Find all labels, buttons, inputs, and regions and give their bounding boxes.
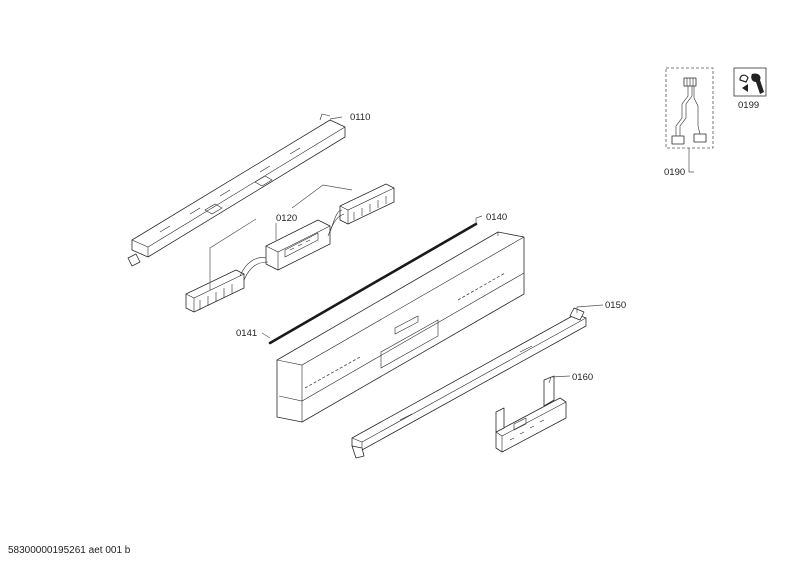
leader-0160 [548,375,571,384]
leader-0150 [576,304,604,313]
label-0160: 0160 [572,372,593,383]
part-0160-bracket [495,375,567,453]
label-0141: 0141 [236,328,257,339]
leader-0120-left [209,218,257,290]
label-0110: 0110 [350,112,370,123]
leader-0110 [329,116,343,120]
label-0190: 0190 [664,167,685,178]
part-0190-wiring-harness [665,67,714,149]
document-id: 58300000195261 aet 001 b [8,545,131,556]
service-wrench-icon [733,67,767,97]
leader-0141 [261,332,271,339]
part-0141-seal-strip [268,222,478,345]
label-0150: 0150 [605,300,626,311]
label-0199: 0199 [738,100,759,111]
part-0110-rail [127,113,346,267]
label-0140: 0140 [486,212,507,223]
part-0150-trim-strip [351,307,587,459]
part-0140-fascia [276,231,525,423]
leader-0190 [688,148,694,173]
leader-0140 [475,215,483,224]
part-0120-control-module [185,183,395,313]
label-0120: 0120 [276,213,297,224]
leader-0120-right [291,184,353,209]
